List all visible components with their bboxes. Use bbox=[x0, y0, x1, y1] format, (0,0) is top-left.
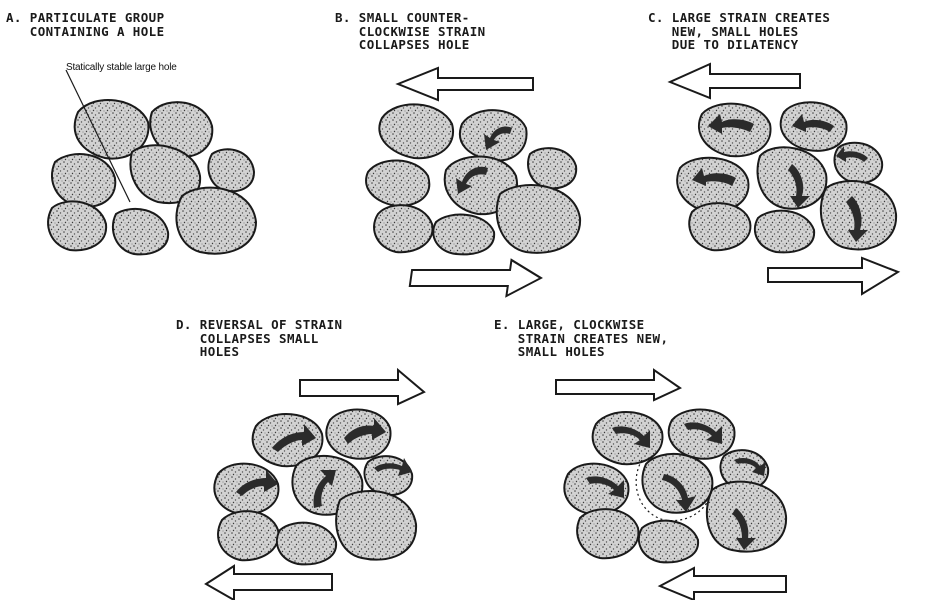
right-shear-arrow bbox=[408, 260, 543, 296]
grain bbox=[208, 149, 254, 191]
panel-a-caption: A. PARTICULATE GROUP CONTAINING A HOLE bbox=[6, 11, 165, 38]
grain bbox=[755, 211, 814, 253]
grain bbox=[577, 509, 638, 558]
left-shear-arrow bbox=[206, 566, 332, 600]
left-shear-arrow bbox=[660, 568, 786, 600]
grain bbox=[834, 143, 882, 183]
grain bbox=[433, 215, 494, 255]
grain bbox=[689, 203, 750, 250]
grain bbox=[113, 209, 168, 254]
grain bbox=[366, 160, 429, 206]
panel-b-grains bbox=[366, 104, 580, 254]
grain bbox=[379, 104, 453, 158]
panel-a-annotation: Statically stable large hole bbox=[66, 62, 177, 73]
grain bbox=[48, 201, 106, 250]
grain bbox=[757, 147, 826, 208]
grain bbox=[669, 410, 735, 459]
panel-d-caption: D. REVERSAL OF STRAIN COLLAPSES SMALL HO… bbox=[176, 318, 342, 359]
left-shear-arrow bbox=[398, 68, 533, 100]
right-shear-arrow bbox=[768, 258, 898, 294]
grain bbox=[176, 188, 256, 254]
grain bbox=[528, 148, 576, 188]
right-shear-arrow bbox=[300, 370, 424, 404]
panel-c-caption: C. LARGE STRAIN CREATES NEW, SMALL HOLES… bbox=[648, 11, 830, 52]
panel-a-grains bbox=[48, 100, 256, 254]
grain bbox=[497, 185, 580, 253]
grain bbox=[699, 104, 771, 157]
grain bbox=[639, 521, 698, 563]
grain bbox=[277, 523, 336, 565]
panel-e-caption: E. LARGE, CLOCKWISE STRAIN CREATES NEW, … bbox=[494, 318, 668, 359]
grain bbox=[218, 511, 278, 560]
grain bbox=[336, 491, 416, 560]
grain bbox=[374, 205, 432, 252]
grain bbox=[52, 154, 115, 207]
grain bbox=[593, 412, 663, 464]
left-shear-arrow bbox=[670, 64, 800, 98]
right-shear-arrow bbox=[556, 370, 680, 400]
panel-b-caption: B. SMALL COUNTER- CLOCKWISE STRAIN COLLA… bbox=[335, 11, 486, 52]
